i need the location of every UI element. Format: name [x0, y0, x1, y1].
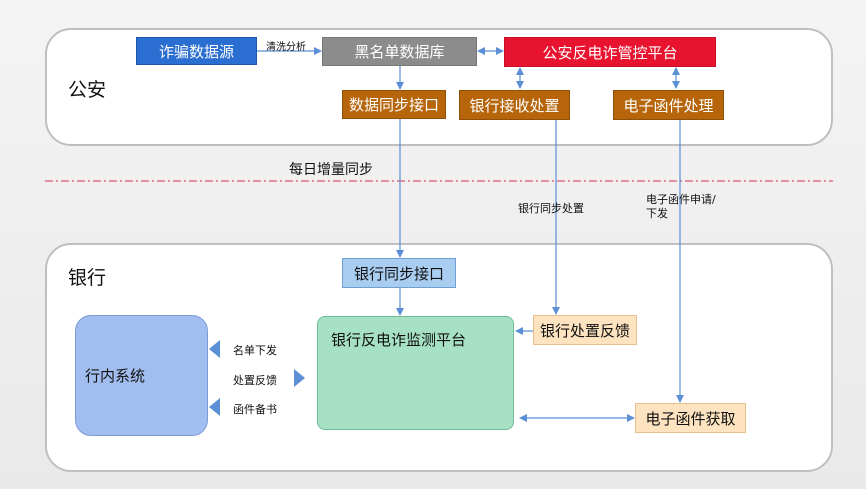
daily-incremental-sync-label: 每日增量同步 — [289, 162, 373, 178]
e-letter-handle-node: 电子函件处理 — [613, 90, 724, 120]
police-zone-label: 公安 — [68, 79, 107, 101]
bank-anti-fraud-platform-node: 银行反电诈监测平台 — [317, 316, 514, 430]
letter-backup-arrowhead — [209, 398, 220, 416]
list-issue-label: 名单下发 — [233, 344, 277, 357]
bank-handle-feedback-node: 银行处置反馈 — [533, 315, 637, 345]
handle-feedback-label: 处置反馈 — [233, 374, 277, 387]
e-letter-request-label-line2: 下发 — [646, 207, 668, 220]
bank-receive-handle-node: 银行接收处置 — [459, 90, 570, 120]
e-letter-request-label-line1: 电子函件申请/ — [646, 193, 716, 206]
list-issue-arrowhead — [209, 340, 220, 358]
police-anti-fraud-platform-node: 公安反电诈管控平台 — [504, 37, 716, 67]
blacklist-database-node: 黑名单数据库 — [322, 37, 477, 66]
e-letter-fetch-node: 电子函件获取 — [635, 403, 746, 433]
bank-sync-interface-node: 银行同步接口 — [342, 258, 456, 288]
data-sync-interface-node: 数据同步接口 — [342, 90, 446, 119]
letter-backup-label: 函件备书 — [233, 403, 277, 416]
bank-sync-handle-label: 银行同步处置 — [518, 202, 584, 215]
bank-zone-label: 银行 — [68, 267, 107, 289]
internal-system-node: 行内系统 — [75, 315, 208, 436]
fraud-data-source-node: 诈骗数据源 — [136, 37, 257, 65]
handle-feedback-arrowhead — [294, 369, 305, 387]
clean-analysis-label: 清洗分析 — [266, 42, 306, 53]
